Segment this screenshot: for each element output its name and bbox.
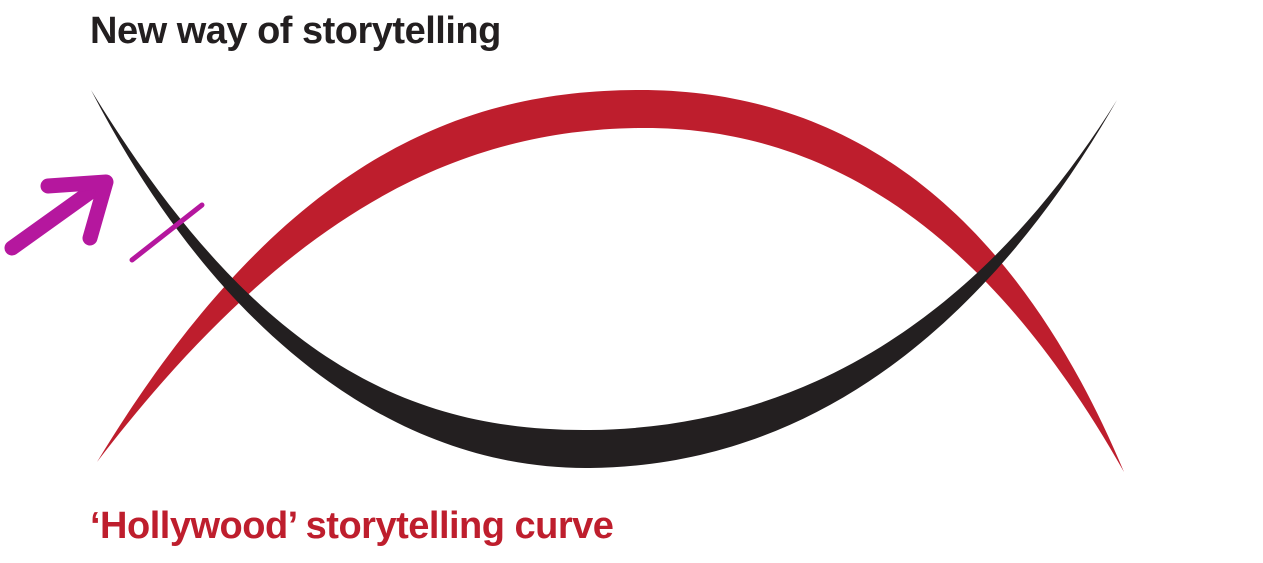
hollywood-curve — [97, 90, 1124, 472]
hollywood-curve-label: ‘Hollywood’ storytelling curve — [90, 505, 614, 547]
diagram-title: New way of storytelling — [90, 10, 501, 52]
new-way-curve — [91, 90, 1117, 469]
arrow-up-right-icon — [4, 174, 114, 256]
tick-mark-icon — [129, 202, 205, 263]
